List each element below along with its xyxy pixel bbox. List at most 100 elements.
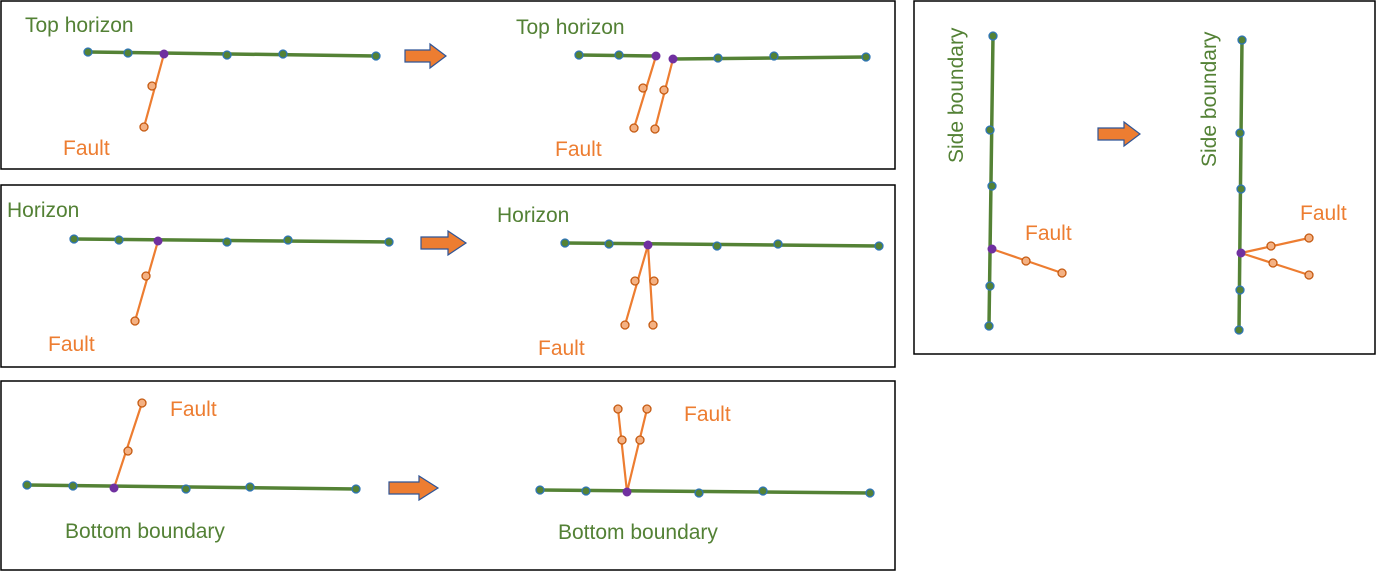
fault-node	[147, 81, 157, 91]
fault-node	[123, 446, 133, 456]
fault-label: Fault	[538, 337, 585, 360]
boundary-node	[1236, 184, 1246, 194]
horizon-node	[278, 49, 288, 59]
boundary-node	[1234, 325, 1244, 335]
horizon-node	[773, 239, 783, 249]
junction-node	[987, 244, 997, 254]
fault-node	[613, 404, 623, 414]
junction-node	[643, 240, 653, 250]
panel-horizon: Horizon Fault Horizon Fault	[0, 184, 896, 368]
horizon-node	[69, 234, 79, 244]
fault-node	[1268, 258, 1278, 268]
horizon-node	[123, 48, 133, 58]
horizon-label: Horizon	[7, 199, 79, 222]
fault-node	[1057, 268, 1067, 278]
fault-node	[642, 404, 652, 414]
panel-frame	[913, 0, 1376, 355]
right-arrow-icon	[388, 474, 440, 502]
horizon-node	[222, 50, 232, 60]
fault-node	[648, 320, 658, 330]
horizon-after: Horizon Fault	[497, 204, 884, 360]
horizon-node	[351, 484, 361, 494]
horizon-node	[694, 488, 704, 498]
horizon-line	[86, 50, 378, 58]
fault-line	[142, 52, 166, 129]
boundary-line	[987, 34, 995, 328]
boundary-label: Side boundary	[945, 27, 968, 163]
horizon-node	[560, 238, 570, 248]
boundary-node	[985, 281, 995, 291]
bottom-boundary-after: Fault Bottom boundary	[535, 403, 875, 544]
fault-node	[650, 124, 660, 134]
panel-bottom-boundary: Fault Bottom boundary Fault Bottom bound…	[0, 380, 896, 571]
horizon-before: Horizon Fault	[7, 199, 394, 356]
horizon-label: Horizon	[497, 204, 569, 227]
fault-node	[137, 398, 147, 408]
horizon-label: Bottom boundary	[558, 521, 718, 544]
horizon-node	[245, 482, 255, 492]
panel-top-horizon: Top horizon Fault Top horizon Fault	[0, 0, 896, 170]
junction-node	[153, 236, 163, 246]
boundary-node	[984, 321, 994, 331]
fault-line-left	[616, 407, 629, 494]
fault-node	[620, 320, 630, 330]
horizon-node	[384, 237, 394, 247]
fault-label: Fault	[170, 398, 217, 421]
horizon-node	[371, 51, 381, 61]
horizon-node	[83, 47, 93, 57]
horizon-node	[222, 237, 232, 247]
top-horizon-after: Top horizon Fault	[516, 16, 871, 161]
fault-label: Fault	[684, 403, 731, 426]
junction-node	[622, 487, 632, 497]
horizon-node	[181, 484, 191, 494]
fault-line-right	[625, 407, 649, 494]
boundary-node	[1237, 35, 1247, 45]
horizon-label: Top horizon	[516, 16, 625, 39]
horizon-line-right	[671, 55, 868, 61]
boundary-label: Side boundary	[1198, 31, 1221, 167]
horizon-node	[713, 53, 723, 63]
horizon-node	[22, 480, 32, 490]
right-arrow-icon	[420, 229, 468, 257]
panel-frame	[0, 380, 896, 571]
horizon-node	[769, 51, 779, 61]
horizon-node	[758, 486, 768, 496]
fault-line-right	[646, 243, 655, 327]
fault-label: Fault	[555, 138, 602, 161]
fault-label: Fault	[48, 333, 95, 356]
fault-node	[139, 122, 149, 132]
horizon-node	[604, 239, 614, 249]
fault-node	[1266, 241, 1276, 251]
fault-node	[629, 123, 639, 133]
fault-node	[649, 276, 659, 286]
fault-node	[1304, 270, 1314, 280]
horizon-node	[861, 52, 871, 62]
side-boundary-before: Side boundary Fault	[945, 27, 1072, 331]
fault-node	[638, 83, 648, 93]
horizon-label: Bottom boundary	[65, 520, 225, 543]
junction-node	[159, 49, 169, 59]
horizon-node	[68, 481, 78, 491]
panel-side-boundary: Side boundary Fault Side boundary Fault	[913, 0, 1376, 355]
fault-label: Fault	[63, 137, 110, 160]
fault-line	[133, 239, 160, 323]
horizon-node	[614, 50, 624, 60]
horizon-node	[114, 235, 124, 245]
fault-node	[617, 435, 627, 445]
horizon-node	[283, 235, 293, 245]
fault-node	[635, 435, 645, 445]
fault-node	[659, 85, 669, 95]
horizon-line	[538, 488, 872, 495]
fault-node	[141, 271, 151, 281]
bottom-boundary-before: Fault Bottom boundary	[22, 398, 361, 543]
horizon-node	[874, 241, 884, 251]
fault-node	[1021, 256, 1031, 266]
boundary-node	[988, 31, 998, 41]
fault-node	[630, 276, 640, 286]
top-horizon-before: Top horizon Fault	[25, 14, 381, 160]
fault-label: Fault	[1300, 202, 1347, 225]
junction-node	[668, 54, 678, 64]
junction-node	[1236, 248, 1246, 258]
horizon-node	[581, 486, 591, 496]
horizon-line	[25, 483, 358, 491]
